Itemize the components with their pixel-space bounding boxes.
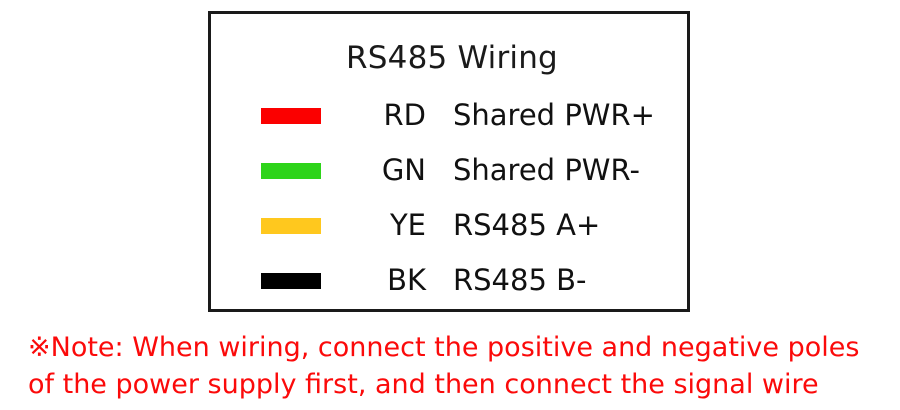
legend-row: RD Shared PWR+ (211, 98, 693, 132)
green-swatch (261, 163, 321, 179)
legend-wire-code: GN (381, 153, 426, 187)
legend-wire-description: Shared PWR+ (453, 98, 655, 132)
legend-row: GN Shared PWR- (211, 153, 693, 187)
legend-wire-description: RS485 B- (453, 263, 587, 297)
note-line-2: of the power supply first, and then conn… (28, 369, 819, 400)
note-line-1-text: Note: When wiring, connect the positive … (50, 332, 860, 363)
rs485-wiring-legend-box: RS485 Wiring RD Shared PWR+ GN Shared PW… (208, 11, 690, 312)
legend-row: YE RS485 A+ (211, 208, 693, 242)
red-swatch (261, 108, 321, 124)
note-line-1: ※Note: When wiring, connect the positive… (28, 329, 888, 366)
legend-wire-code: YE (389, 208, 426, 242)
black-swatch (261, 273, 321, 289)
yellow-swatch (261, 218, 321, 234)
reference-mark-icon: ※ (28, 332, 51, 363)
legend-title: RS485 Wiring (346, 40, 558, 76)
legend-wire-description: RS485 A+ (453, 208, 601, 242)
wiring-note: ※Note: When wiring, connect the positive… (28, 329, 888, 403)
legend-wire-code: BK (387, 263, 426, 297)
legend-row: BK RS485 B- (211, 263, 693, 297)
legend-wire-description: Shared PWR- (453, 153, 640, 187)
legend-wire-code: RD (383, 98, 426, 132)
